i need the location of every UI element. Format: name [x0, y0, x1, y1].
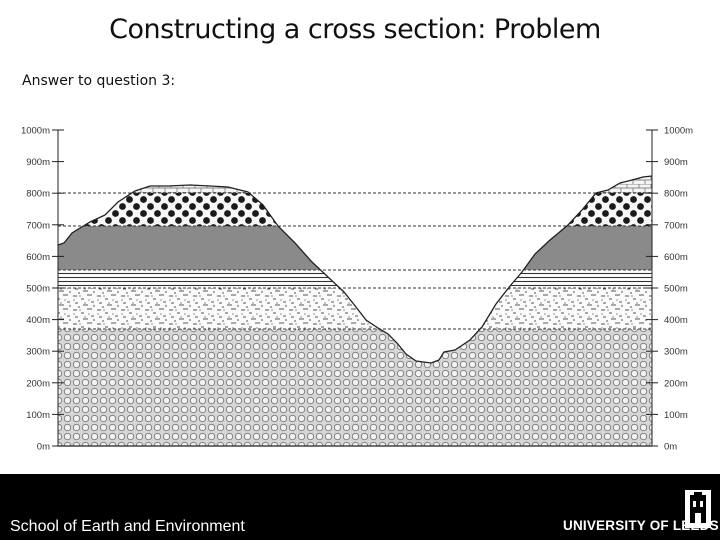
slide-title: Constructing a cross section: Problem — [109, 14, 601, 45]
layer-dark-dots — [58, 193, 652, 226]
university-crest-icon — [685, 490, 711, 528]
left-axis-label: 200m — [26, 378, 50, 389]
right-axis-label: 500m — [664, 284, 688, 295]
right-axis-label: 1000m — [664, 126, 693, 137]
right-axis-label: 800m — [664, 189, 688, 200]
right-axis-label: 0m — [664, 442, 677, 453]
left-axis-label: 700m — [26, 220, 50, 231]
cross-section-diagram: 1000m 900m 800m 700m 600m 500m 400m 300m 200m 100… — [21, 126, 693, 453]
right-axis-label: 700m — [664, 220, 688, 231]
right-axis: 1000m 900m 800m 700m 600m 500m 400m 300m 200m 100… — [646, 126, 693, 453]
school-name: School of Earth and Environment — [10, 518, 245, 535]
left-axis-label: 800m — [26, 189, 50, 200]
layer-thin-beds — [58, 270, 652, 288]
dashed-contact-lines — [58, 192, 652, 330]
slide-subtitle: Answer to question 3: — [22, 73, 176, 89]
right-axis-label: 100m — [664, 410, 688, 421]
rock-layers — [58, 176, 652, 446]
left-axis-label: 300m — [26, 347, 50, 358]
left-axis-label: 0m — [37, 442, 50, 453]
university-name: UNIVERSITY OF LEEDS — [563, 518, 719, 533]
left-axis-label: 500m — [26, 284, 50, 295]
right-axis-label: 300m — [664, 347, 688, 358]
layer-circles — [58, 329, 652, 446]
right-axis-label: 900m — [664, 157, 688, 168]
layer-grey — [58, 226, 652, 270]
right-axis-label: 600m — [664, 252, 688, 263]
layer-speckled — [58, 288, 652, 329]
right-axis-label: 400m — [664, 315, 688, 326]
footer-bar — [0, 474, 720, 540]
left-axis-label: 600m — [26, 252, 50, 263]
ground-profile-line — [57, 175, 653, 364]
left-axis-label: 1000m — [21, 126, 50, 137]
right-axis-label: 200m — [664, 378, 688, 389]
left-axis-label: 100m — [26, 410, 50, 421]
left-axis: 1000m 900m 800m 700m 600m 500m 400m 300m 200m 100… — [21, 126, 64, 453]
layer-bricks — [58, 176, 652, 193]
left-axis-label: 400m — [26, 315, 50, 326]
left-axis-label: 900m — [26, 157, 50, 168]
